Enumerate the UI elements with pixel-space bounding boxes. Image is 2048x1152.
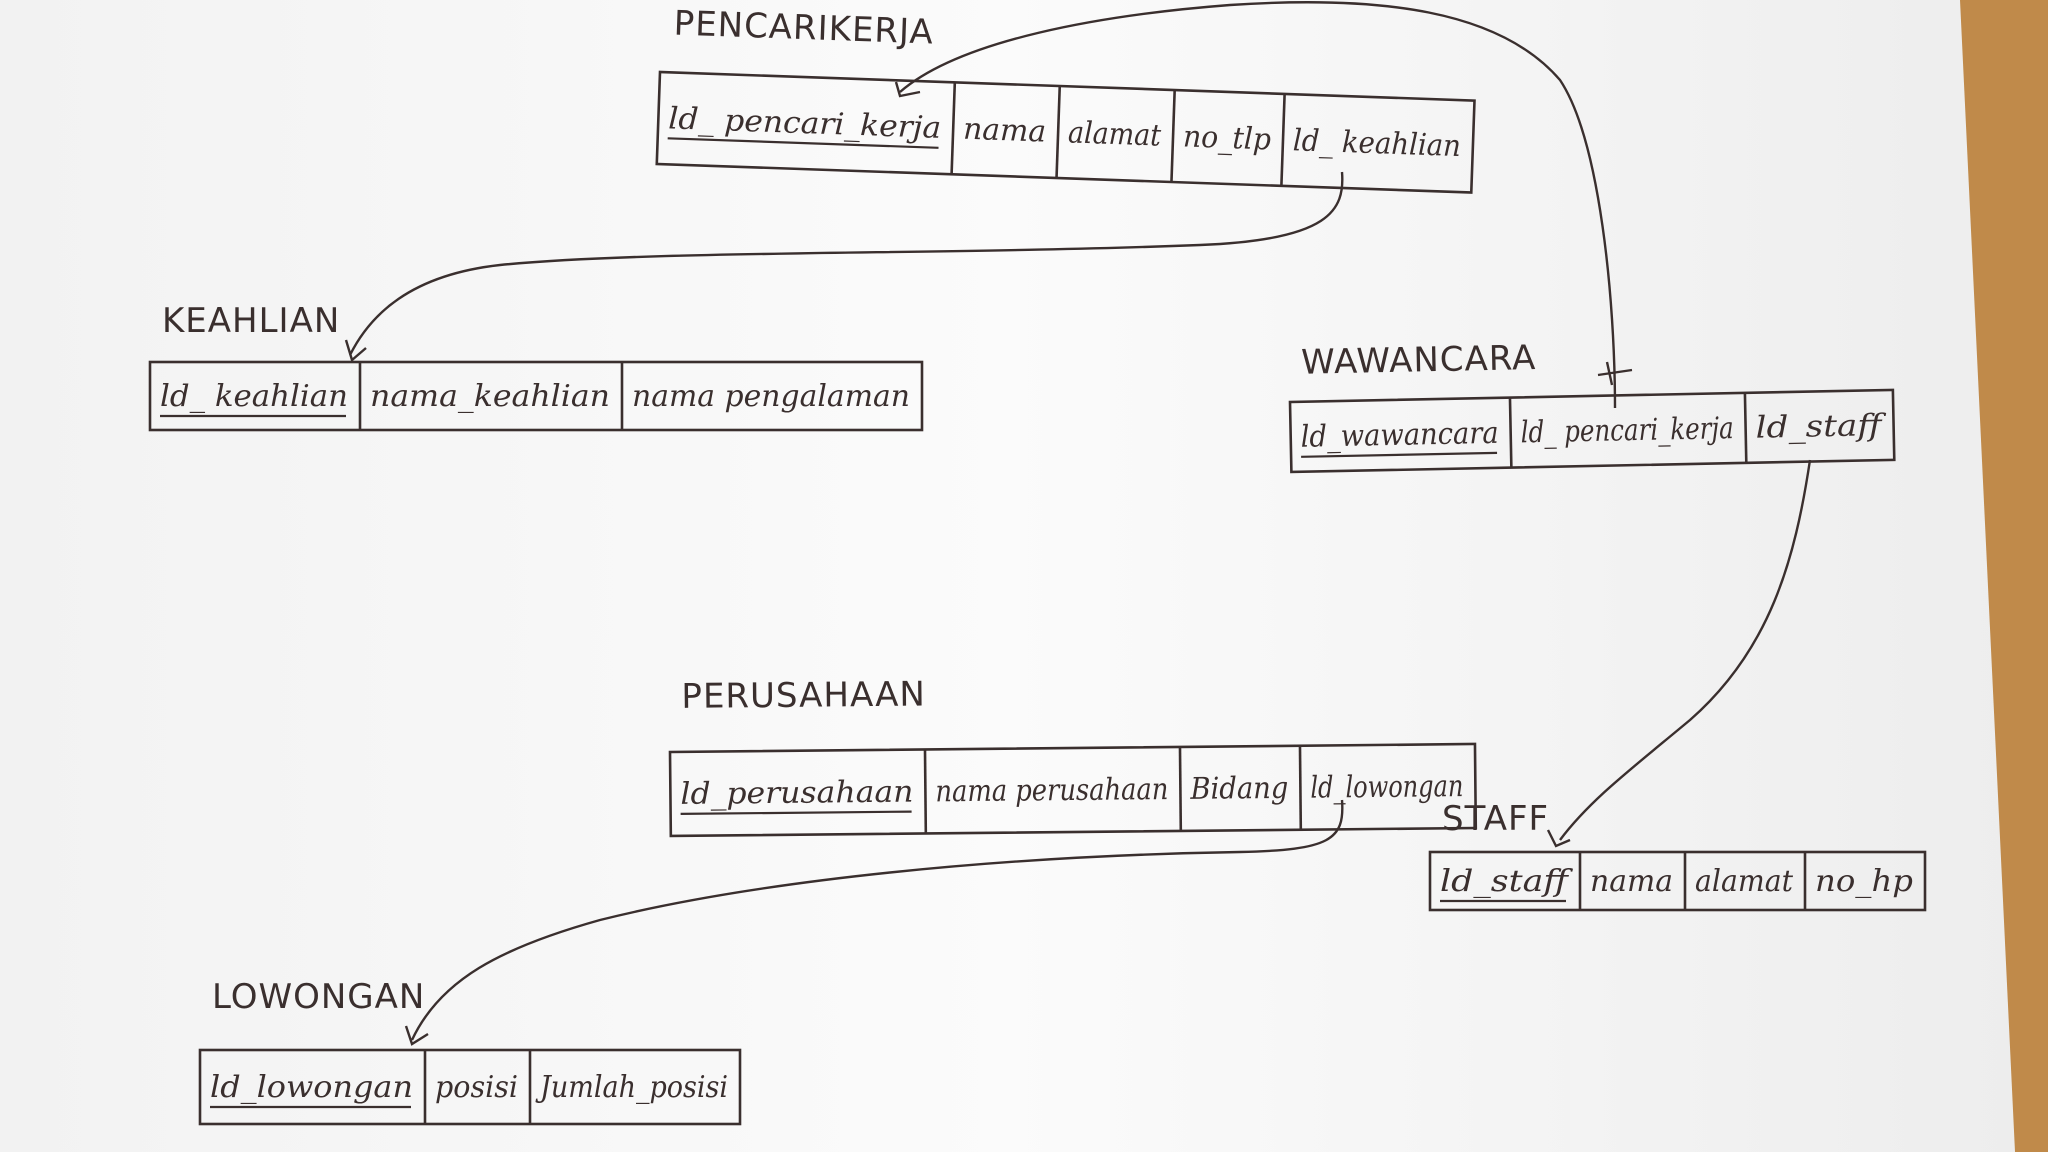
table-border — [1288, 388, 1896, 474]
table-border — [198, 1048, 742, 1126]
primary-key-column: ld_perusahaan — [680, 775, 913, 812]
arrowhead-pencari-kerja — [894, 81, 921, 98]
column-nama-perusahaan: nama perusahaan — [935, 772, 1168, 809]
column-ld-staff: ld_staff — [1755, 408, 1887, 446]
column-divider — [1280, 93, 1286, 186]
column-ld-pencari-kerja: ld_ pencari_kerja — [1520, 411, 1734, 450]
column-divider — [1508, 397, 1513, 468]
arrowhead-keahlian — [344, 339, 367, 363]
column-divider — [950, 82, 957, 175]
table-perusahaan: PERUSAHAAN ld_perusahaan nama perusahaan Bi… — [668, 674, 1478, 838]
column-alamat: alamat — [1068, 115, 1163, 153]
table-title: WAWANCARA — [1301, 338, 1537, 383]
arrowhead-lowongan — [404, 1025, 429, 1046]
column-bidang: Bidang — [1189, 771, 1288, 807]
primary-key-underline — [1301, 451, 1498, 458]
edge-wawancara-staff — [1559, 459, 1812, 841]
table-keahlian: KEAHLIAN ld_ keahlian nama_keahlian nama pe… — [148, 301, 924, 432]
column-no-tlp: no_tlp — [1182, 119, 1271, 157]
primary-key-column: ld_wawancara — [1300, 416, 1499, 455]
column-no-hp: no_hp — [1815, 864, 1913, 899]
primary-key-column: ld_ keahlian — [160, 379, 348, 414]
column-nama: nama — [1590, 864, 1673, 899]
column-divider — [1743, 392, 1748, 463]
edge-wawancara-pencari-kerja — [899, 1, 1617, 409]
primary-key-underline — [680, 810, 912, 815]
column-divider — [1170, 90, 1176, 183]
column-ld-lowongan: ld_lowongan — [1310, 769, 1463, 806]
relationship-lines — [344, 1, 1812, 1046]
table-title: LOWONGAN — [212, 977, 425, 1017]
crowfoot-wawancara-pencari-kerja — [1597, 361, 1633, 386]
column-divider — [1178, 746, 1183, 831]
edge-pencari-kerja-keahlian — [348, 171, 1344, 356]
column-ld-keahlian: ld_ keahlian — [1292, 123, 1461, 164]
table-title: PENCARIKERJA — [673, 3, 934, 52]
column-nama-keahlian: nama_keahlian — [370, 379, 610, 414]
primary-key-column: ld_lowongan — [210, 1070, 413, 1105]
arrowhead-staff — [1546, 829, 1571, 848]
column-jumlah-posisi: Jumlah_posisi — [535, 1070, 728, 1105]
table-title: KEAHLIAN — [162, 301, 340, 341]
column-divider — [1298, 745, 1303, 830]
table-lowongan: LOWONGAN ld_lowongan posisi Jumlah_posisi — [198, 977, 742, 1126]
column-posisi: posisi — [435, 1070, 518, 1105]
table-border — [1428, 850, 1927, 912]
column-nama: nama — [963, 112, 1047, 150]
table-title: STAFF — [1442, 799, 1549, 839]
primary-key-underline — [667, 137, 939, 149]
column-alamat: alamat — [1695, 864, 1794, 899]
table-border — [655, 70, 1476, 194]
table-staff: STAFF ld_staff nama alamat no_hp — [1428, 799, 1927, 912]
column-nama-pengalaman: nama pengalaman — [632, 379, 910, 414]
column-divider — [1055, 85, 1062, 179]
table-border — [148, 360, 924, 432]
column-divider — [923, 749, 928, 834]
edge-perusahaan-lowongan — [410, 799, 1344, 1041]
table-title: PERUSAHAAN — [681, 674, 926, 716]
table-wawancara: WAWANCARA ld_wawancara ld_ pencari_kerja ld… — [1288, 338, 1896, 474]
table-border — [668, 742, 1478, 838]
primary-key-column: ld_staff — [1440, 864, 1574, 899]
